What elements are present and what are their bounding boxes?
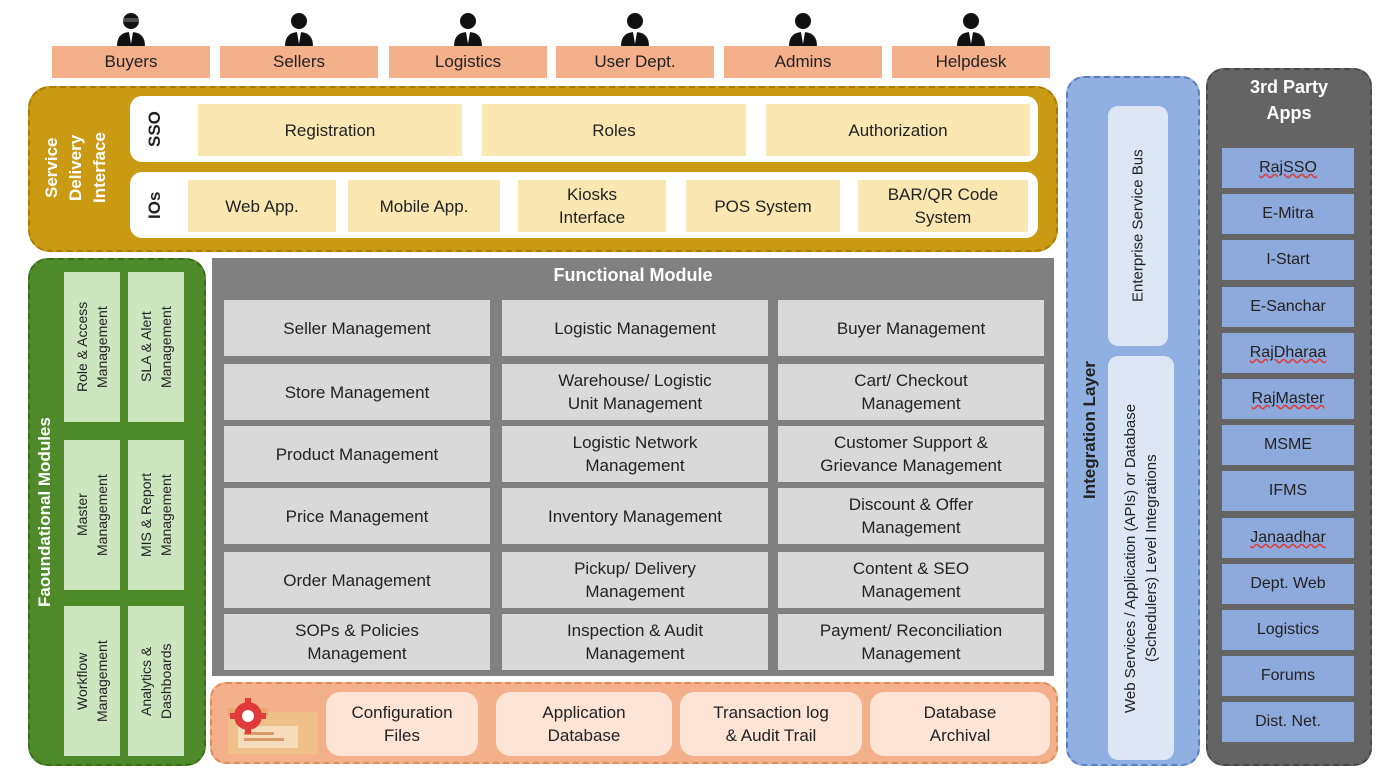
io-item: BAR/QR Code System: [858, 180, 1028, 232]
functional-item: Logistic Management: [502, 300, 768, 356]
person-icon: [285, 13, 313, 46]
person-icon: [117, 13, 145, 46]
person-icon: [789, 13, 817, 46]
third-party-app-label: Logistics: [1256, 621, 1320, 638]
foundational-item: Master Management: [64, 440, 120, 590]
functional-item: Customer Support & Grievance Management: [778, 426, 1044, 482]
functional-item: Buyer Management: [778, 300, 1044, 356]
third-party-app-label: E-Sanchar: [1250, 298, 1326, 315]
functional-item: Product Management: [224, 426, 490, 482]
io-item: Mobile App.: [348, 180, 500, 232]
storage-item: Database Archival: [870, 692, 1050, 756]
user-helpdesk: Helpdesk: [892, 8, 1050, 78]
foundational-item: Workflow Management: [64, 606, 120, 756]
third-party-app: Janaadhar: [1222, 518, 1354, 558]
storage-item: Transaction log & Audit Trail: [680, 692, 862, 756]
third-party-app: MSME: [1222, 425, 1354, 465]
person-icon: [957, 13, 985, 46]
user-label: Sellers: [220, 46, 378, 78]
third-party-app-label: Dist. Net.: [1255, 713, 1321, 730]
foundational-item: SLA & Alert Management: [128, 272, 184, 422]
user-buyers: Buyers: [52, 8, 210, 78]
foundational-title: Faoundational Modules: [35, 417, 54, 607]
functional-item: Pickup/ Delivery Management: [502, 552, 768, 608]
functional-item: Inspection & Audit Management: [502, 614, 768, 670]
functional-item: Cart/ Checkout Management: [778, 364, 1044, 420]
person-icon: [454, 13, 482, 46]
third-party-app: E-Sanchar: [1222, 287, 1354, 327]
io-item: Kiosks Interface: [518, 180, 666, 232]
user-label: Logistics: [389, 46, 547, 78]
third-party-app: Dept. Web: [1222, 564, 1354, 604]
ios-label: IOs: [145, 191, 164, 219]
integration-services: Web Services / Application (APIs) or Dat…: [1108, 356, 1174, 760]
functional-item: Payment/ Reconciliation Management: [778, 614, 1044, 670]
functional-item: Inventory Management: [502, 488, 768, 544]
functional-item: Seller Management: [224, 300, 490, 356]
functional-item: Store Management: [224, 364, 490, 420]
user-label: User Dept.: [556, 46, 714, 78]
third-party-app: IFMS: [1222, 471, 1354, 511]
io-item: POS System: [686, 180, 840, 232]
user-logistics: Logistics: [389, 8, 547, 78]
functional-item: Order Management: [224, 552, 490, 608]
third-party-app: I-Start: [1222, 240, 1354, 280]
third-party-app: Forums: [1222, 656, 1354, 696]
third-party-app-label: E-Mitra: [1262, 205, 1314, 222]
enterprise-service-bus: Enterprise Service Bus: [1108, 106, 1168, 346]
user-user-dept: User Dept.: [556, 8, 714, 78]
user-label: Admins: [724, 46, 882, 78]
io-item: Web App.: [188, 180, 336, 232]
integration-title: Integration Layer: [1080, 361, 1099, 499]
third-party-app-label: Forums: [1260, 667, 1316, 684]
third-party-app-label: MSME: [1264, 436, 1312, 453]
functional-item: Price Management: [224, 488, 490, 544]
user-sellers: Sellers: [220, 8, 378, 78]
foundational-item: Role & Access Management: [64, 272, 120, 422]
third-party-app-label: RajSSO: [1259, 159, 1317, 176]
user-admins: Admins: [724, 8, 882, 78]
third-party-app: Dist. Net.: [1222, 702, 1354, 742]
third-party-app-label: IFMS: [1268, 482, 1308, 499]
functional-item: Content & SEO Management: [778, 552, 1044, 608]
user-label: Helpdesk: [892, 46, 1050, 78]
third-party-app-label: RajDharaa: [1249, 344, 1327, 361]
third-party-app-label: RajMaster: [1251, 390, 1325, 407]
functional-item: SOPs & Policies Management: [224, 614, 490, 670]
functional-item: Warehouse/ Logistic Unit Management: [502, 364, 768, 420]
sso-item: Authorization: [766, 104, 1030, 156]
storage-item: Configuration Files: [326, 692, 478, 756]
storage-item: Application Database: [496, 692, 672, 756]
service-delivery-title: Service Delivery Interface: [42, 132, 109, 204]
config-folder-icon: [228, 698, 318, 754]
third-party-app-label: I-Start: [1266, 251, 1310, 268]
person-icon: [621, 13, 649, 46]
foundational-item: MIS & Report Management: [128, 440, 184, 590]
foundational-item: Analytics & Dashboards: [128, 606, 184, 756]
third-party-app: RajDharaa: [1222, 333, 1354, 373]
third-party-app: E-Mitra: [1222, 194, 1354, 234]
third-party-title: 3rd Party Apps: [1249, 77, 1329, 123]
functional-title: Functional Module: [553, 264, 713, 285]
sso-label: SSO: [145, 111, 164, 147]
third-party-app-label: Dept. Web: [1250, 575, 1326, 592]
third-party-app-label: Janaadhar: [1250, 529, 1326, 546]
third-party-app: RajSSO: [1222, 148, 1354, 188]
functional-item: Discount & Offer Management: [778, 488, 1044, 544]
sso-item: Roles: [482, 104, 746, 156]
functional-item: Logistic Network Management: [502, 426, 768, 482]
user-label: Buyers: [52, 46, 210, 78]
sso-item: Registration: [198, 104, 462, 156]
third-party-app: RajMaster: [1222, 379, 1354, 419]
third-party-app: Logistics: [1222, 610, 1354, 650]
